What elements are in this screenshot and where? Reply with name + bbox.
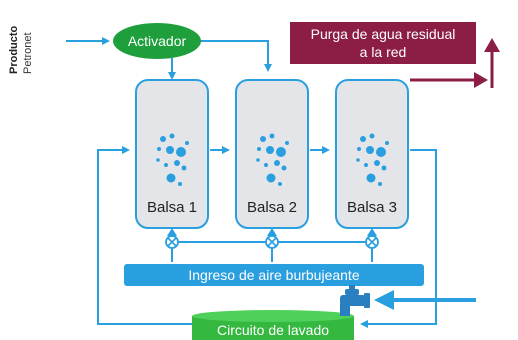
bubbles-icon (356, 133, 389, 186)
water-inlet-arrow (374, 290, 476, 310)
valve-icon (367, 237, 377, 247)
wash-tank: Circuito de lavado (192, 310, 354, 340)
valve-icon (167, 237, 177, 247)
wash-label: Circuito de lavado (217, 322, 329, 338)
basin-1: Balsa 1 (135, 79, 209, 229)
basin-1-label: Balsa 1 (147, 199, 197, 216)
air-band: Ingreso de aire burbujeante (124, 264, 424, 286)
bubbles-icon (156, 133, 189, 186)
wash-return-line (97, 146, 192, 325)
purge-line2: a la red (360, 44, 407, 60)
basin-2-label: Balsa 2 (247, 199, 297, 216)
product-label: Producto Petronet (8, 25, 34, 74)
basin-3: Balsa 3 (335, 79, 409, 229)
purge-arrows (416, 38, 500, 88)
valve-icon (267, 237, 277, 247)
basin-2: Balsa 2 (235, 79, 309, 229)
air-label: Ingreso de aire burbujeante (188, 267, 359, 283)
valve-3 (365, 228, 379, 262)
activator-to-basin2-line (200, 40, 272, 72)
activator-label: Activador (128, 33, 187, 49)
basin3-to-wash-line (360, 149, 437, 328)
faucet-icon (340, 285, 370, 316)
purge-box: Purga de agua residual a la red (290, 22, 476, 64)
valve-1 (165, 228, 179, 262)
bubbles-icon (256, 133, 289, 186)
activator-node: Activador (113, 23, 201, 59)
product-name: Petronet (22, 32, 34, 74)
purge-line1: Purga de agua residual (311, 26, 456, 42)
valve-2 (265, 228, 279, 262)
basin-3-label: Balsa 3 (347, 199, 397, 216)
product-title: Producto (8, 25, 20, 74)
